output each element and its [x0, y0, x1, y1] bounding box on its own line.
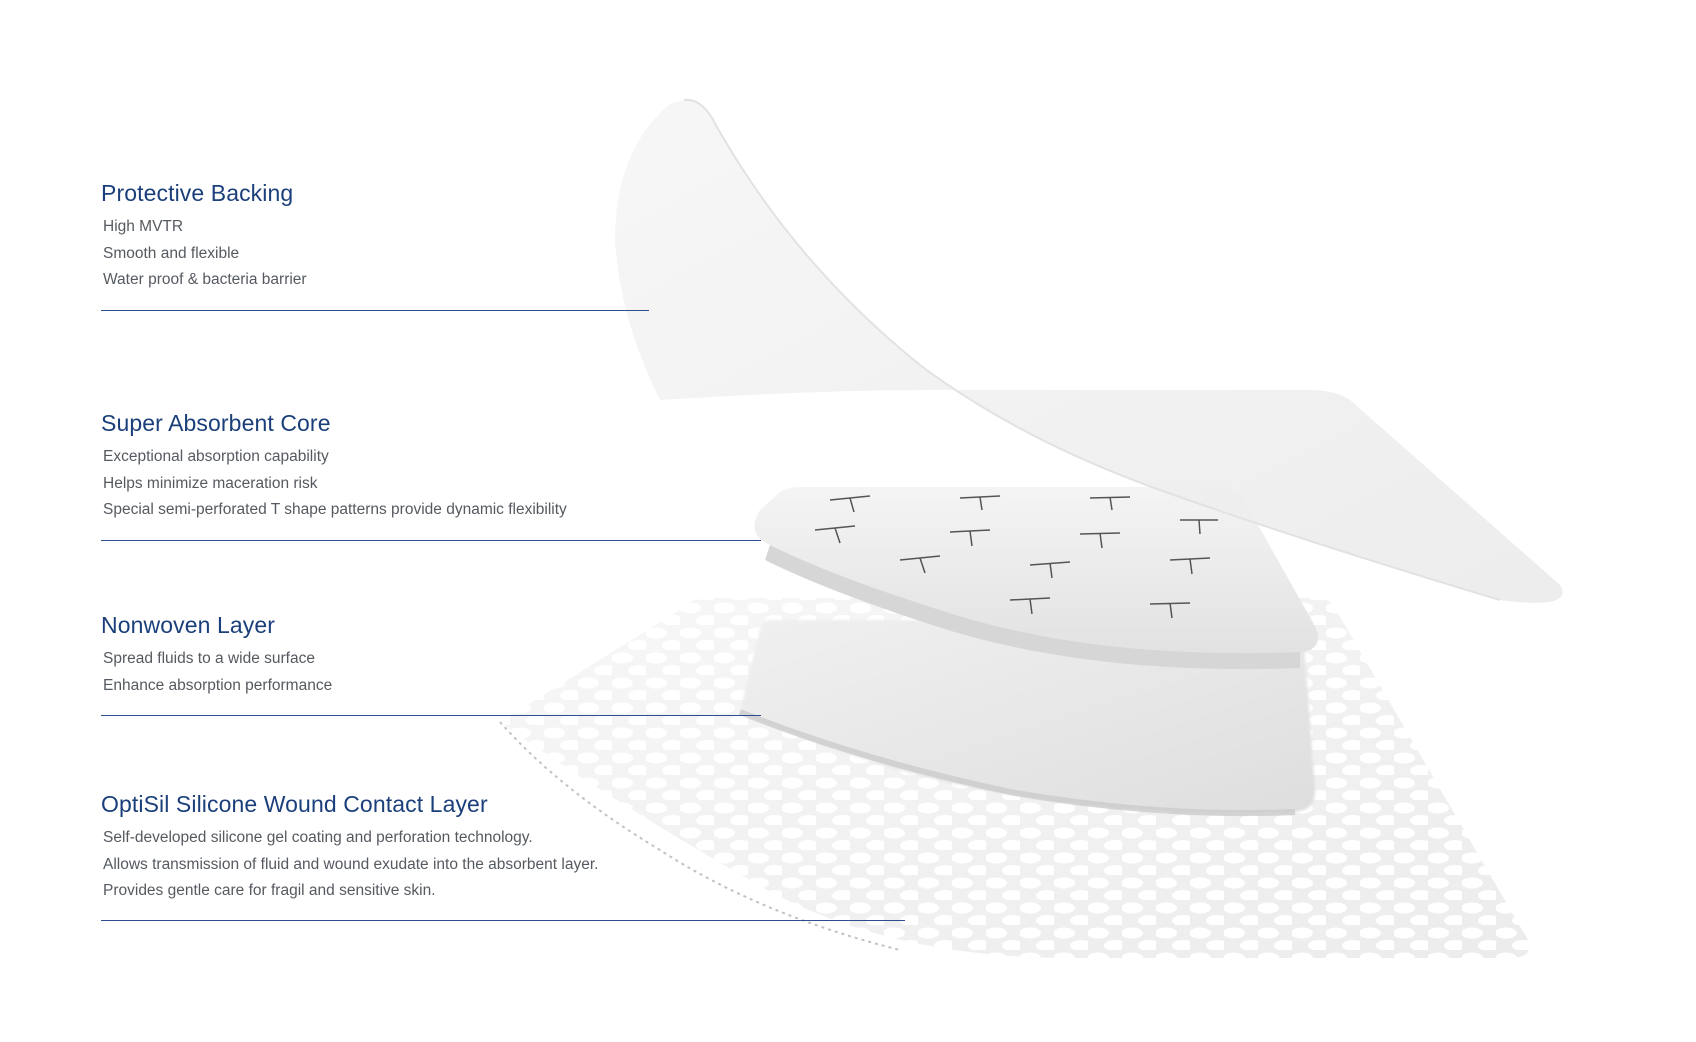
feature-item: Water proof & bacteria barrier [103, 271, 307, 288]
feature-item: Smooth and flexible [103, 244, 240, 262]
layer-optisil-silicone: OptiSil Silicone Wound Contact Layer Sel… [101, 789, 598, 905]
layer-protective-backing: Protective Backing High MVTR Smooth and … [101, 178, 307, 294]
leader-line-optisil-silicone [101, 920, 905, 922]
feature-item: Special semi-perforated T shape patterns… [103, 501, 567, 518]
layer-title: OptiSil Silicone Wound Contact Layer [101, 791, 488, 817]
feature-list: Self-developed silicone gel coating and … [101, 825, 598, 905]
layer-nonwoven: Nonwoven Layer Spread fluids to a wide s… [101, 610, 332, 699]
feature-item: Spread fluids to a wide surface [103, 650, 315, 667]
nonwoven-layer-shape [738, 620, 1316, 817]
feature-item: Enhance absorption performance [103, 676, 333, 694]
layer-title: Super Absorbent Core [101, 410, 331, 436]
leader-line-super-absorbent-core [101, 540, 761, 542]
layer-super-absorbent-core: Super Absorbent Core Exceptional absorpt… [101, 408, 567, 524]
layer-title: Nonwoven Layer [101, 612, 276, 638]
leader-line-protective-backing [101, 310, 649, 312]
feature-item: High MVTR [103, 218, 184, 235]
layer-title: Protective Backing [101, 180, 294, 206]
feature-item: Helps minimize maceration risk [103, 474, 318, 492]
feature-item: Exceptional absorption capability [103, 448, 329, 465]
feature-item: Self-developed silicone gel coating and … [103, 829, 533, 846]
feature-list: Exceptional absorption capability Helps … [101, 444, 567, 524]
feature-list: High MVTR Smooth and flexible Water proo… [101, 214, 307, 294]
leader-line-nonwoven [101, 715, 761, 717]
feature-item: Provides gentle care for fragil and sens… [103, 882, 436, 899]
feature-item: Allows transmission of fluid and wound e… [103, 855, 599, 873]
absorbent-core-shape [754, 487, 1318, 670]
feature-list: Spread fluids to a wide surface Enhance … [101, 646, 332, 699]
protective-backing-shape [615, 98, 1563, 603]
